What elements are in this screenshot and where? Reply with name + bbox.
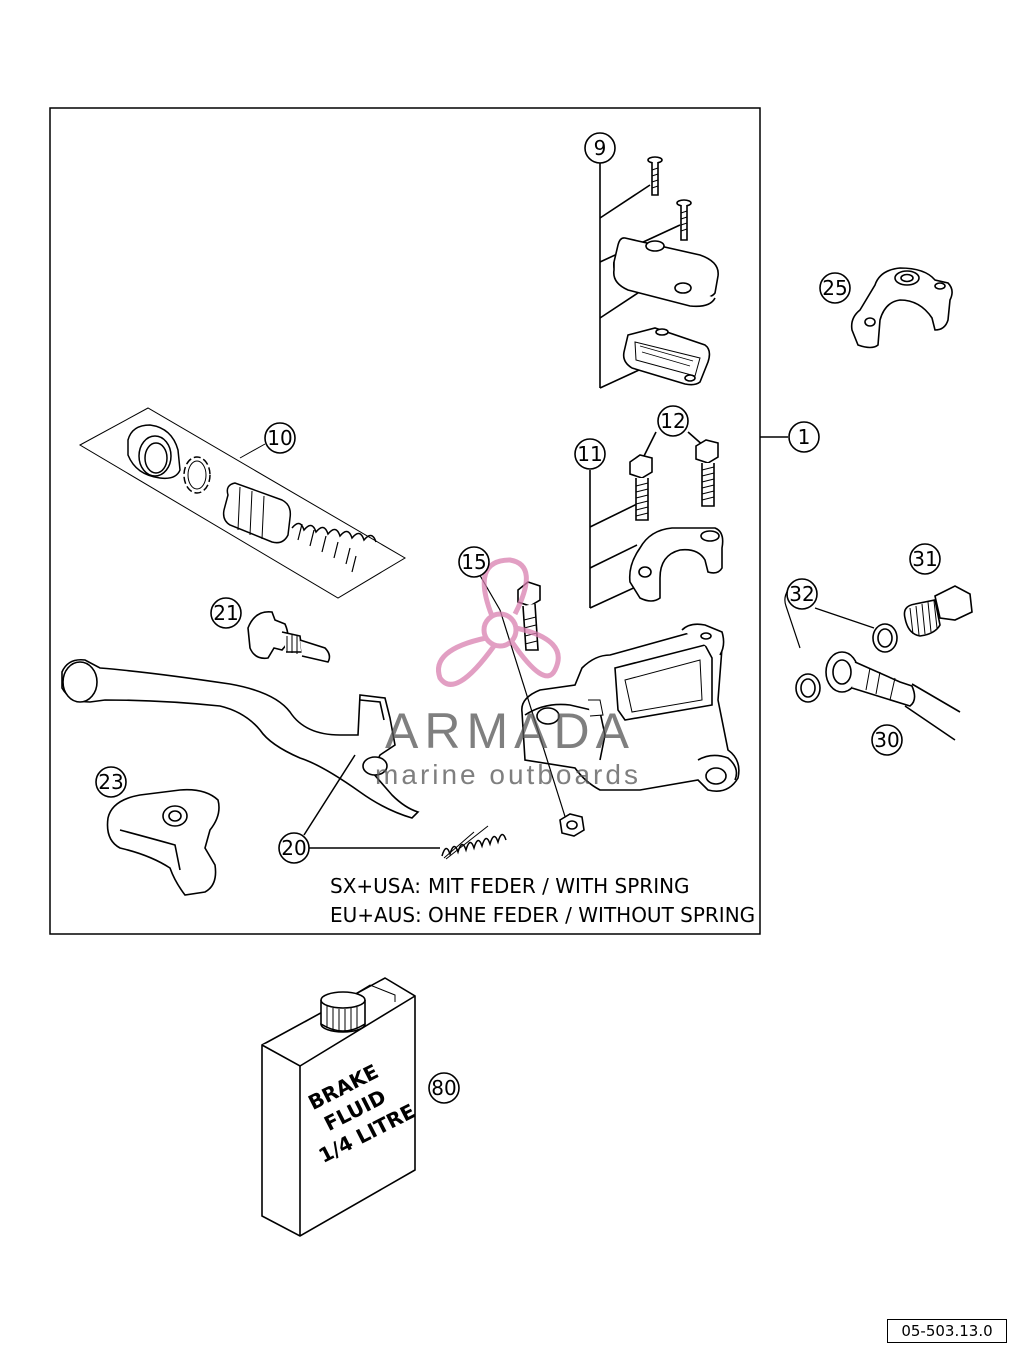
callout-1-label: 1: [798, 425, 811, 449]
lever-cover-part-23: [106, 788, 220, 896]
callout-25-label: 25: [822, 276, 847, 300]
callout-30: 30: [871, 724, 903, 756]
callout-15-label: 15: [461, 550, 486, 574]
armada-watermark: ARMADA marine outboards: [375, 557, 641, 790]
master-cylinder-body: [521, 623, 740, 792]
callout-11: 11: [574, 438, 606, 470]
callouts: 1 9 10 11 12 15 20 21 23 25 30 31 32 80: [95, 132, 941, 1104]
watermark-subtitle: marine outboards: [375, 759, 641, 790]
callout-80: 80: [428, 1072, 460, 1104]
callout-21-label: 21: [213, 601, 238, 625]
propeller-logo: [436, 557, 561, 687]
callout-9-label: 9: [594, 136, 607, 160]
callout-1: 1: [788, 421, 820, 453]
callout-80-label: 80: [431, 1076, 456, 1100]
pivot-bolt-part-15: [477, 571, 585, 837]
callout-30-label: 30: [874, 728, 899, 752]
callout-9: 9: [584, 132, 616, 164]
callout-32: 32: [786, 578, 818, 610]
callout-23: 23: [95, 766, 127, 798]
piston-kit-part-10: [78, 407, 406, 599]
handlebar-clamp-part-25: [850, 267, 953, 349]
reservoir-cover-group: [599, 156, 719, 389]
callout-11-label: 11: [577, 442, 602, 466]
callout-23-label: 23: [98, 770, 123, 794]
assembly-frame: [49, 107, 761, 935]
callout-20-label: 20: [281, 836, 306, 860]
note-sx-usa-label: SX+USA:: [330, 874, 421, 898]
spring-notes: SX+USA: MIT FEDER / WITH SPRING EU+AUS: …: [330, 874, 755, 927]
document-number: 05-503.13.0: [887, 1319, 1007, 1343]
note-sx-usa-text: MIT FEDER / WITH SPRING: [428, 874, 690, 898]
watermark-title: ARMADA: [385, 703, 635, 759]
callout-20: 20: [278, 832, 310, 864]
lever-spring-part-20: [303, 754, 507, 860]
brake-fluid-label: BRAKE FLUID 1/4 LITRE: [304, 1059, 419, 1168]
callout-12-label: 12: [660, 409, 685, 433]
adjuster-part-21: [247, 611, 331, 663]
clamp-bolts-group: [589, 431, 724, 609]
callout-31: 31: [909, 543, 941, 575]
callout-21: 21: [210, 597, 242, 629]
note-eu-aus-label: EU+AUS:: [330, 903, 422, 927]
brake-hose-group: [784, 585, 973, 741]
callout-10-label: 10: [267, 426, 292, 450]
callout-25: 25: [819, 272, 851, 304]
callout-10: 10: [264, 422, 296, 454]
hand-lever: [61, 658, 420, 819]
note-eu-aus-text: OHNE FEDER / WITHOUT SPRING: [428, 903, 755, 927]
callout-32-label: 32: [789, 582, 814, 606]
callout-15: 15: [458, 546, 490, 578]
brake-fluid-can: [261, 977, 416, 1237]
callout-31-label: 31: [912, 547, 937, 571]
callout-12: 12: [657, 405, 689, 437]
